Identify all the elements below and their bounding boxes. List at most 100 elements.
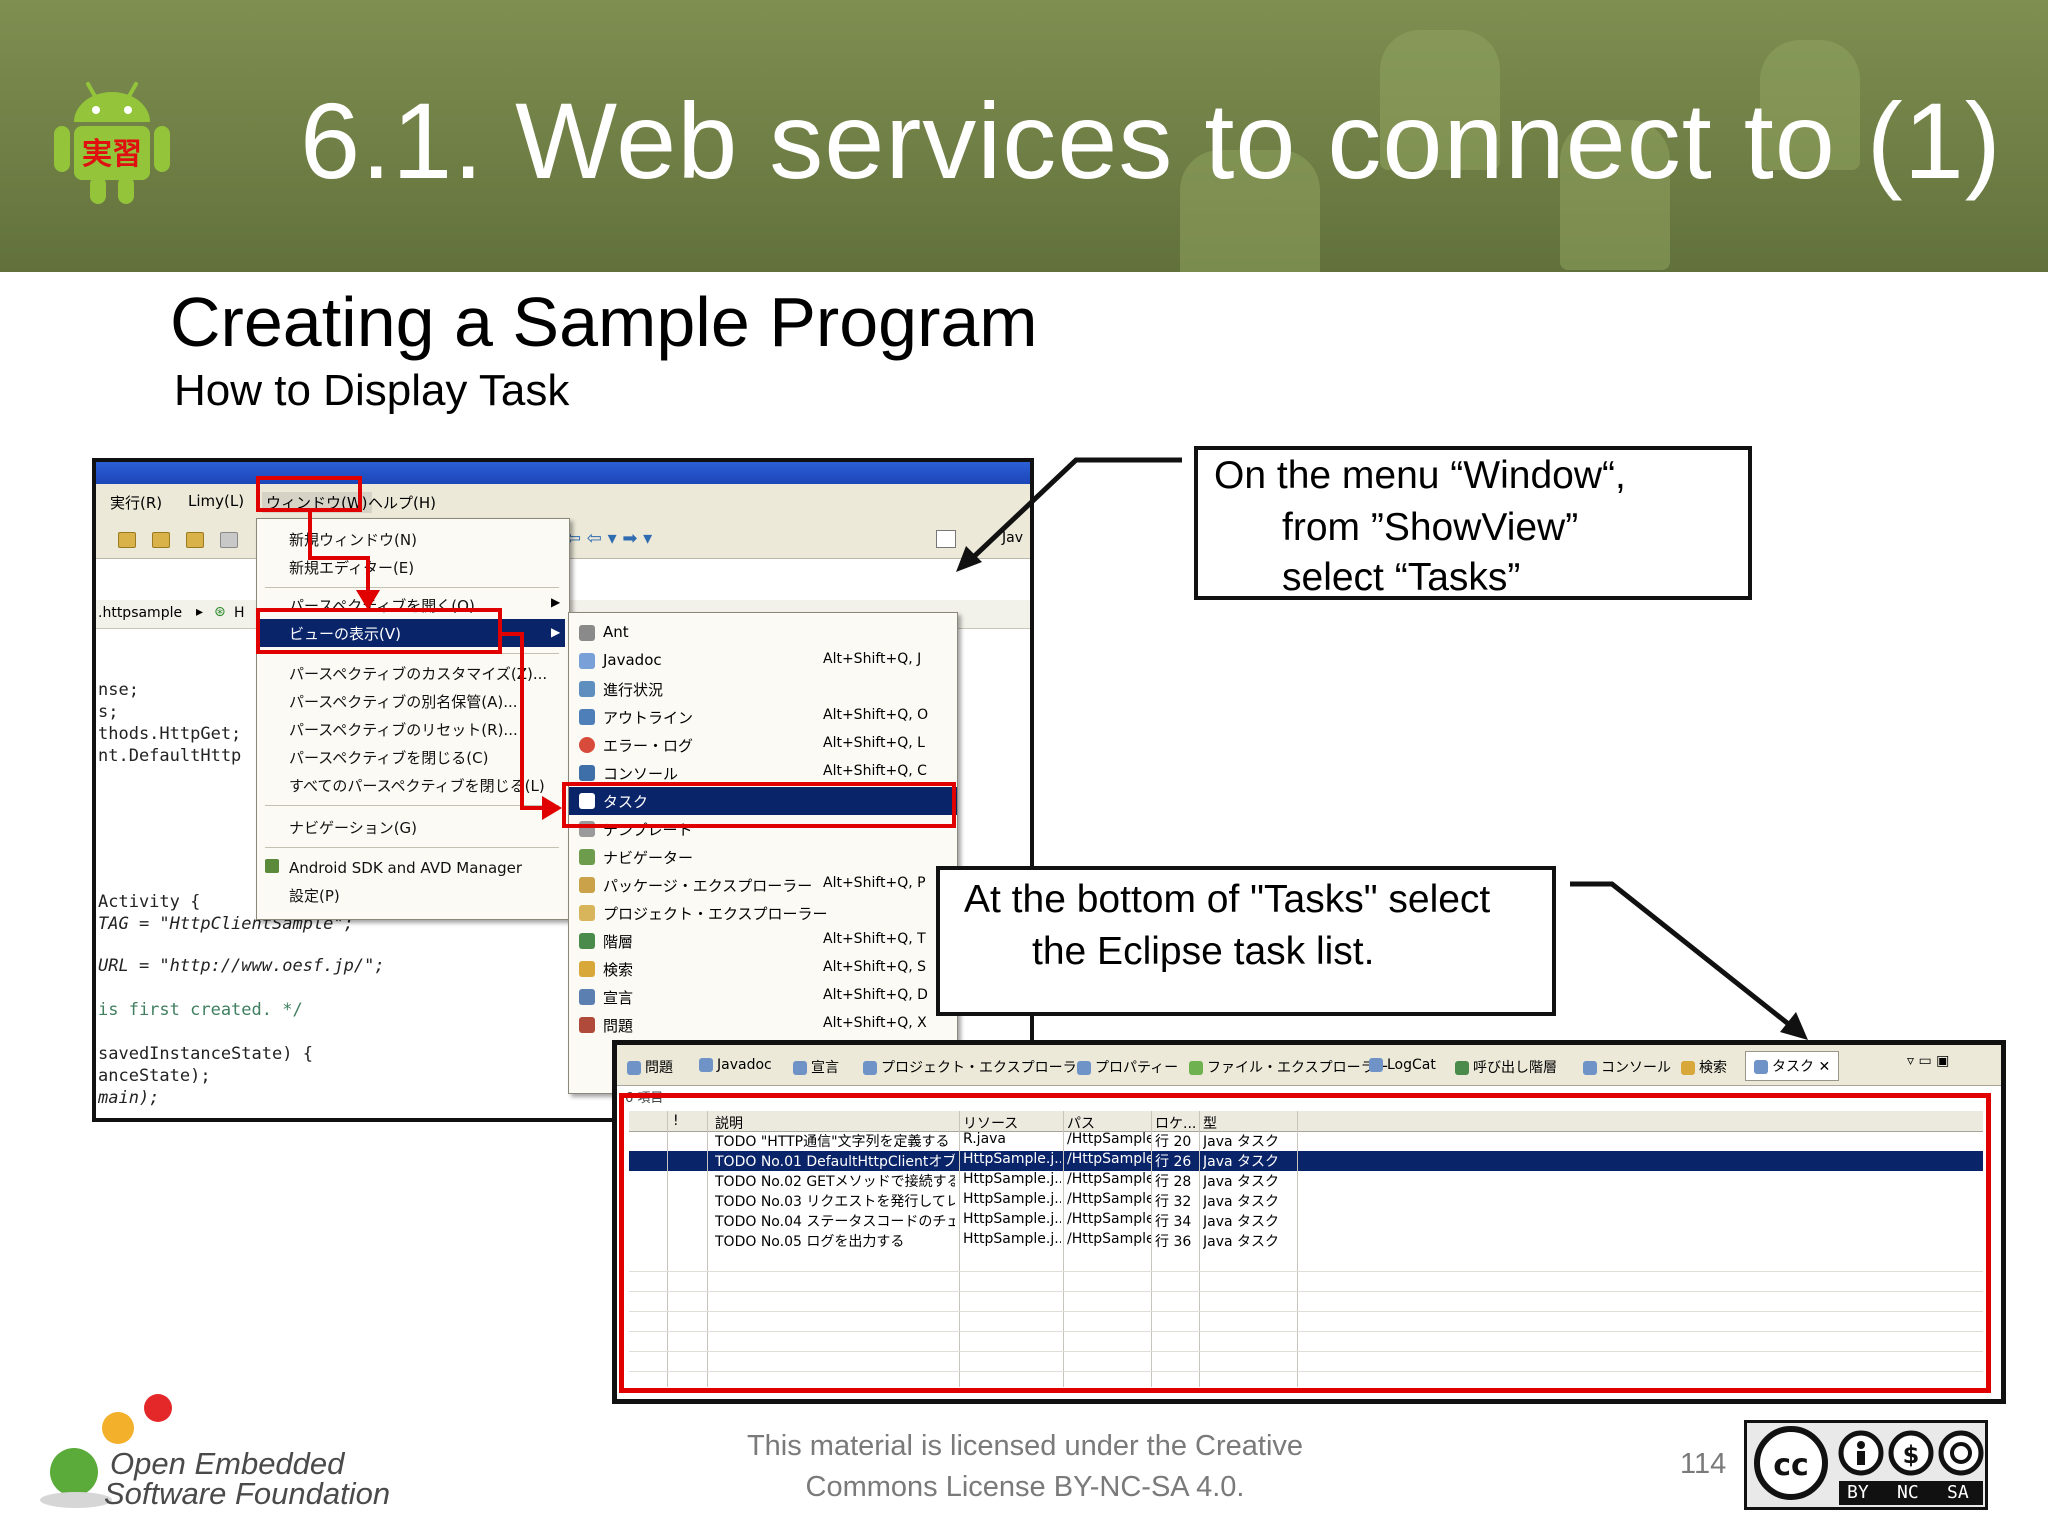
menu-separator (265, 847, 559, 848)
task-description: TODO No.04 ステータスコードのチェックする (715, 1214, 955, 1230)
callout-line: select “Tasks” (1282, 556, 1521, 599)
task-description: TODO "HTTP通信"文字列を定義する (715, 1134, 950, 1150)
menu-item-customize-perspective[interactable]: パースペクティブのカスタマイズ(Z)... (289, 665, 548, 683)
tab-javadoc[interactable]: Javadoc (699, 1057, 772, 1073)
connector-line (366, 556, 370, 598)
view-item-ant[interactable]: Ant (569, 619, 957, 647)
connector-line (520, 806, 548, 810)
tab-call-hierarchy[interactable]: 呼び出し階層 (1455, 1057, 1557, 1077)
callout-line: from ”ShowView” (1282, 506, 1579, 549)
console-icon (1583, 1061, 1597, 1075)
task-location: 行 36 (1155, 1234, 1192, 1250)
task-resource: HttpSample.j... (963, 1211, 1061, 1227)
perspective-icon[interactable] (936, 530, 956, 548)
code-line: URL = "http://www.oesf.jp/"; (98, 956, 385, 976)
javadoc-icon (579, 653, 595, 669)
column-header-description[interactable]: 説明 (715, 1116, 743, 1132)
minimize-icon[interactable]: ▿ ▭ ▣ (1907, 1053, 1950, 1069)
tab-file-explorer[interactable]: ファイル・エクスプローラー (1189, 1057, 1389, 1077)
table-row[interactable]: TODO No.05 ログを出力する HttpSample.j... /Http… (629, 1231, 1983, 1251)
menu-limy[interactable]: Limy(L) (188, 492, 245, 510)
menu-help[interactable]: ヘルプ(H) (368, 494, 436, 512)
table-row[interactable]: TODO "HTTP通信"文字列を定義する R.java /HttpSample… (629, 1131, 1983, 1151)
folder-icon[interactable] (152, 532, 170, 548)
view-item-tasks[interactable]: タスク (569, 787, 957, 815)
tab-search[interactable]: 検索 (1681, 1057, 1727, 1077)
android-sdk-icon (265, 859, 279, 873)
pen-icon[interactable] (220, 532, 238, 548)
breadcrumb-project[interactable]: .httpsample (98, 605, 183, 621)
problems-icon (627, 1061, 641, 1075)
menu-item-preferences[interactable]: 設定(P) (289, 887, 340, 905)
folder-icon[interactable] (118, 532, 136, 548)
table-row[interactable]: TODO No.02 GETメソッドで接続するリクエストオブ... HttpSa… (629, 1171, 1983, 1191)
menu-item-save-perspective[interactable]: パースペクティブの別名保管(A)... (289, 693, 518, 711)
menu-item-navigation[interactable]: ナビゲーション(G) (289, 819, 418, 837)
task-resource: HttpSample.j... (963, 1151, 1061, 1167)
close-icon[interactable]: ✕ (1818, 1059, 1831, 1075)
column-header-location[interactable]: ロケ... (1155, 1116, 1197, 1132)
column-divider (1297, 1111, 1298, 1387)
column-header-priority[interactable]: ! (673, 1113, 679, 1129)
table-row-selected[interactable]: TODO No.01 DefaultHttpClientオブジェクトの生... … (629, 1151, 1983, 1171)
menu-item-android-sdk-manager[interactable]: Android SDK and AVD Manager (289, 859, 523, 877)
code-line: s; (98, 702, 119, 722)
tab-declaration[interactable]: 宣言 (793, 1057, 839, 1077)
view-item-project-explorer[interactable]: プロジェクト・エクスプローラー (569, 899, 957, 927)
tab-console[interactable]: コンソール (1583, 1057, 1671, 1077)
oesf-name-line1: Open Embedded (110, 1446, 345, 1481)
problems-icon (579, 1017, 595, 1033)
cc-sa-label: SA (1947, 1482, 1969, 1503)
tab-properties[interactable]: プロパティー (1077, 1057, 1178, 1077)
tab-tasks[interactable]: タスク ✕ (1745, 1051, 1840, 1081)
menu-item-new-editor[interactable]: 新規エディター(E) (289, 559, 415, 577)
menu-bar: 実行(R) Limy(L) ウィンドウ(W) ヘルプ(H) (96, 484, 1030, 518)
row-divider (629, 1331, 1983, 1332)
menu-item-close-perspective[interactable]: パースペクティブを閉じる(C) (289, 749, 489, 767)
task-location: 行 28 (1155, 1174, 1192, 1190)
callout-arrow (962, 457, 1182, 568)
folder-icon[interactable] (186, 532, 204, 548)
table-row[interactable]: TODO No.03 リクエストを発行してレスポンスを取得 HttpSample… (629, 1191, 1983, 1211)
menu-run[interactable]: 実行(R) (110, 494, 163, 512)
menu-item-reset-perspective[interactable]: パースペクティブのリセット(R)... (289, 721, 518, 739)
tab-project-explorer[interactable]: プロジェクト・エクスプローラー (863, 1057, 1091, 1077)
view-item-navigator[interactable]: ナビゲーター (569, 843, 957, 871)
menu-item-close-all-perspectives[interactable]: すべてのパースペクティブを閉じる(L) (289, 777, 545, 795)
table-row[interactable]: TODO No.04 ステータスコードのチェックする HttpSample.j.… (629, 1211, 1983, 1231)
column-divider (1199, 1111, 1200, 1387)
view-item-progress[interactable]: 進行状況 (569, 675, 957, 703)
project-explorer-icon (579, 905, 595, 921)
tab-logcat[interactable]: LogCat (1369, 1057, 1436, 1073)
menu-window[interactable]: ウィンドウ(W) (262, 492, 372, 513)
column-header-type[interactable]: 型 (1203, 1116, 1217, 1132)
task-location: 行 26 (1155, 1154, 1192, 1170)
task-type: Java タスク (1203, 1134, 1280, 1150)
breadcrumb-class[interactable]: H (234, 605, 245, 621)
column-header-path[interactable]: パス (1067, 1116, 1095, 1132)
task-path: /HttpSample_skel... (1067, 1211, 1151, 1227)
task-type: Java タスク (1203, 1194, 1280, 1210)
progress-icon (579, 681, 595, 697)
nav-back-icon[interactable]: ⇦ ⇦ ▾ ➡ ▾ (566, 528, 653, 549)
menu-item-show-view[interactable]: ビューの表示(V) (289, 625, 401, 643)
submenu-arrow-icon: ▶ (551, 595, 561, 609)
perspective-label[interactable]: Jav (1002, 530, 1023, 546)
arrow-down-icon (356, 590, 380, 610)
column-header-resource[interactable]: リソース (963, 1116, 1019, 1132)
tab-problems[interactable]: 問題 (627, 1057, 673, 1077)
task-path: /HttpSample_skel... (1067, 1191, 1151, 1207)
menu-item-new-window[interactable]: 新規ウィンドウ(N) (289, 531, 417, 549)
logo-badge-text: 実習 (82, 137, 142, 172)
